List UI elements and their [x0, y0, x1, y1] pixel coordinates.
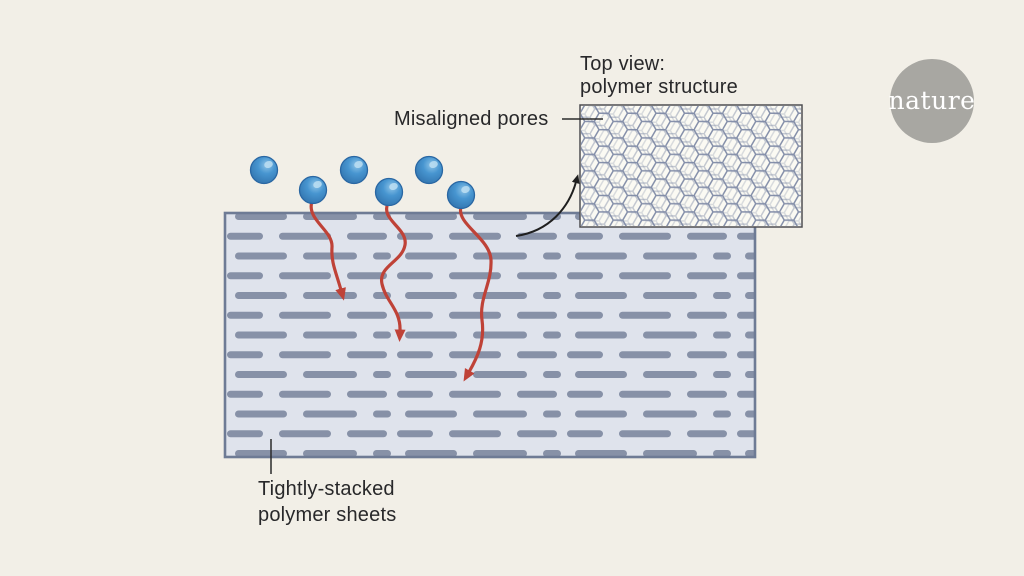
top-view-label: Top view: polymer structure [580, 53, 738, 99]
molecule-sphere [374, 177, 404, 207]
tightly-stacked-label-line2: polymer sheets [258, 504, 397, 526]
polymer-sheet-dashes [225, 213, 755, 457]
polymer-structure-inset [579, 104, 803, 228]
nature-logo-text: nature [888, 85, 976, 115]
nature-logo: nature [888, 59, 976, 143]
top-view-label-line1: Top view: [580, 53, 666, 75]
red-wavy-arrow-icon [380, 201, 407, 342]
molecule-sphere [339, 155, 369, 185]
molecule-sphere [446, 180, 476, 210]
molecule-sphere [298, 175, 328, 205]
hexagon-lattice-layer-3 [581, 106, 801, 226]
polymer-block [223, 211, 757, 459]
red-wavy-arrow-icon [459, 205, 493, 382]
top-view-label-line2: polymer structure [580, 76, 738, 98]
misaligned-pores-label: Misaligned pores [394, 108, 549, 130]
molecule-sphere [414, 155, 444, 185]
tightly-stacked-label-line1: Tightly-stacked [258, 478, 395, 500]
tightly-stacked-label: Tightly-stacked polymer sheets [258, 476, 396, 528]
red-wavy-arrow-icon [309, 199, 346, 301]
molecule-sphere [249, 155, 279, 185]
curved-pointer-arrow-icon [515, 174, 580, 237]
